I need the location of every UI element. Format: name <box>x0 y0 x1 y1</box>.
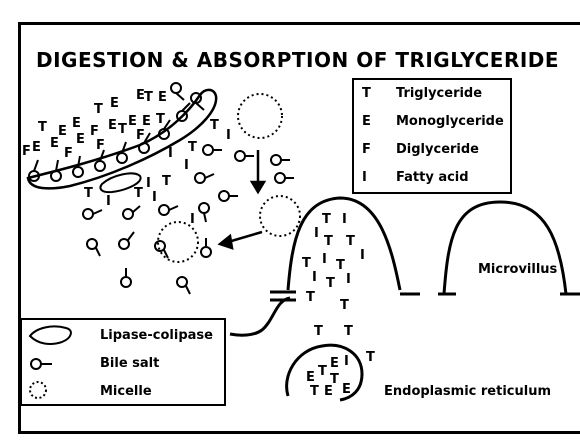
glyph-f: F <box>90 124 99 139</box>
glyph-e: E <box>110 96 119 111</box>
glyph-t: T <box>322 212 331 227</box>
glyph-e: E <box>72 116 81 131</box>
glyph-i: I <box>184 158 189 173</box>
glyph-i: I <box>344 354 349 369</box>
glyph-t: T <box>302 256 311 271</box>
glyph-i: I <box>152 190 157 205</box>
glyph-t: T <box>144 90 153 105</box>
legend-symbol: F <box>362 142 396 157</box>
glyph-t: T <box>346 234 355 249</box>
glyph-t: T <box>324 234 333 249</box>
glyph-t: T <box>336 258 345 273</box>
glyph-t: T <box>156 112 165 127</box>
glyph-e: E <box>58 124 67 139</box>
glyph-i: I <box>168 146 173 161</box>
glyph-i: I <box>312 270 317 285</box>
glyph-i: I <box>146 176 151 191</box>
key-label-bile-salt: Bile salt <box>100 356 159 371</box>
legend-symbol: E <box>362 114 396 129</box>
legend-label: Monoglyceride <box>396 114 504 129</box>
glyph-f: F <box>136 128 145 143</box>
legend-label: Diglyceride <box>396 142 479 157</box>
microvillus-label: Microvillus <box>478 262 557 277</box>
legend-symbol: T <box>362 86 396 101</box>
glyph-t: T <box>318 364 327 379</box>
lipase-colipase-icon <box>30 326 71 344</box>
glyph-e: E <box>330 356 339 371</box>
glyph-e: E <box>50 136 59 151</box>
glyph-i: I <box>190 212 195 227</box>
glyph-i: I <box>346 272 351 287</box>
key-box: Lipase-colipase Bile salt Micelle <box>20 318 226 406</box>
glyph-t: T <box>188 140 197 155</box>
glyph-t: T <box>38 120 47 135</box>
arrows <box>220 150 264 248</box>
glyph-i: I <box>322 252 327 267</box>
key-label-micelle: Micelle <box>100 384 152 399</box>
glyph-e: E <box>108 118 117 133</box>
glyph-i: I <box>342 212 347 227</box>
glyph-i: I <box>106 194 111 209</box>
key-label-lipase: Lipase-colipase <box>100 328 213 343</box>
glyph-i: I <box>360 248 365 263</box>
glyph-t: T <box>314 324 323 339</box>
glyph-f: F <box>22 144 31 159</box>
glyph-e: E <box>342 382 351 397</box>
glyph-e: E <box>324 384 333 399</box>
glyph-i: I <box>226 128 231 143</box>
micelle-icon <box>30 382 46 398</box>
glyph-e: E <box>128 114 137 129</box>
glyph-t: T <box>326 276 335 291</box>
glyph-e: E <box>142 114 151 129</box>
bile-salt-icon <box>31 359 52 369</box>
glyph-t: T <box>210 118 219 133</box>
glyph-t: T <box>310 384 319 399</box>
glyph-e: E <box>306 370 315 385</box>
legend-label: Fatty acid <box>396 170 469 185</box>
legend-label: Triglyceride <box>396 86 482 101</box>
glyph-t: T <box>94 102 103 117</box>
glyph-t: T <box>162 174 171 189</box>
glyph-f: F <box>96 138 105 153</box>
glyph-t: T <box>118 122 127 137</box>
er-label: Endoplasmic reticulum <box>384 384 551 399</box>
glyph-t: T <box>306 290 315 305</box>
glyph-t: T <box>344 324 353 339</box>
glyph-t: T <box>134 186 143 201</box>
glyph-f: F <box>64 146 73 161</box>
glyph-t: T <box>366 350 375 365</box>
glyph-e: E <box>32 140 41 155</box>
glyph-t: T <box>84 186 93 201</box>
glyph-i: I <box>314 226 319 241</box>
glyph-t: T <box>340 298 349 313</box>
glyph-e: E <box>158 90 167 105</box>
glyph-e: E <box>76 132 85 147</box>
legend-symbol: I <box>362 170 396 185</box>
